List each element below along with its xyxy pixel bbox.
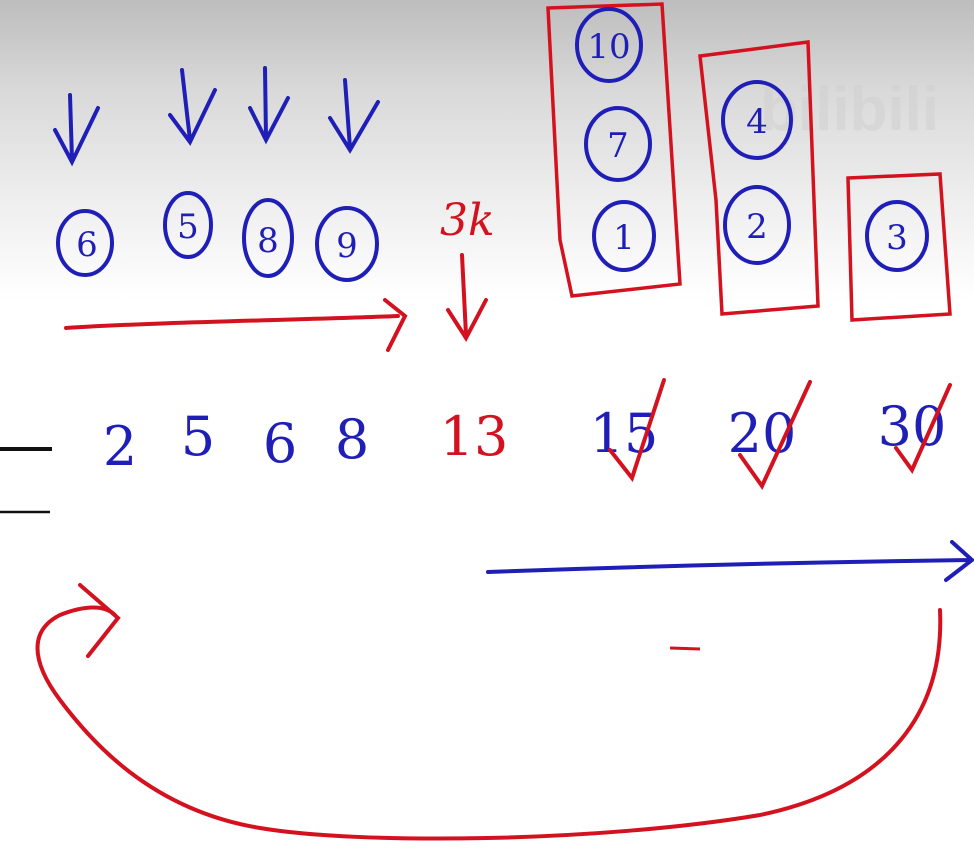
group-circle [721, 80, 793, 160]
group-number: 1 [613, 218, 635, 258]
check-mark-icon [608, 378, 666, 483]
circle-outline-3 [242, 198, 294, 278]
sequence-value: 6 [263, 412, 297, 475]
blue-right-arrow-icon [486, 540, 974, 582]
check-mark-icon [894, 383, 952, 474]
down-arrow-3 [248, 66, 290, 145]
sequence-value: 30 [878, 395, 947, 458]
circled-number: 9 [336, 226, 358, 266]
check-mark-icon [738, 380, 812, 490]
circled-number: 5 [177, 207, 199, 247]
group-circle [584, 106, 652, 182]
sequence-value: 2 [103, 415, 137, 478]
circle-outline-1 [56, 209, 114, 277]
red-dash [669, 646, 701, 651]
group-box-2 [698, 40, 820, 316]
circled-number-labels: 6 5 8 9 [76, 207, 358, 266]
down-arrow-4 [328, 78, 380, 154]
sequence-value: 8 [335, 408, 369, 471]
red-loop-arrow [35, 605, 943, 841]
equals-marks [0, 447, 52, 514]
circled-number: 6 [76, 225, 98, 265]
down-arrow-2 [168, 68, 217, 146]
circle-outline-2 [163, 191, 213, 259]
group-box-1 [546, 2, 682, 298]
down-arrow-1 [53, 93, 100, 167]
group-number: 2 [746, 207, 768, 247]
group-number: 10 [587, 27, 630, 67]
group-circles [575, 7, 929, 272]
group-number-labels: 10 7 1 4 2 3 [587, 27, 907, 258]
circled-number-row [56, 191, 379, 282]
group-circle [575, 7, 643, 83]
group-number: 7 [607, 126, 629, 166]
red-note: 3k [440, 195, 495, 246]
group-number: 3 [886, 218, 908, 258]
group-boxes [546, 2, 952, 322]
red-right-arrow-icon [64, 298, 408, 352]
sequence-row: 2 5 6 8 13 15 20 30 [103, 395, 947, 478]
group-number: 4 [746, 102, 768, 142]
group-box-3 [846, 172, 952, 322]
group-circle [592, 200, 656, 272]
sequence-value: 13 [440, 405, 509, 468]
circled-number: 8 [257, 221, 279, 261]
red-down-arrow-icon [446, 253, 488, 342]
check-marks [608, 378, 952, 490]
blue-down-arrows [53, 66, 380, 167]
red-loop-arrowhead-icon [78, 583, 121, 658]
circle-outline-4 [315, 206, 379, 282]
group-circle [865, 200, 929, 272]
group-circle [723, 185, 791, 265]
sequence-value: 5 [181, 405, 215, 468]
